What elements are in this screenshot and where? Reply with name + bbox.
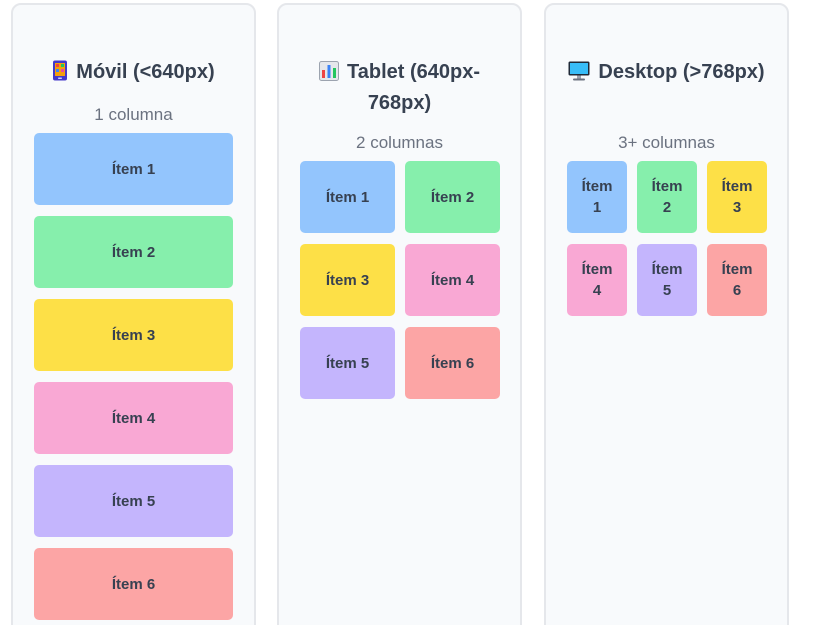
grid-item: Ítem 6 <box>707 244 767 316</box>
grid-item: Ítem 1 <box>34 133 233 205</box>
grid-item: Ítem 2 <box>637 161 697 233</box>
items-grid: Ítem 1 Ítem 2 Ítem 3 Ítem 4 Ítem 5 Ítem … <box>34 133 233 620</box>
panel-title-text: Desktop (>768px) <box>598 61 765 83</box>
grid-item: Ítem 4 <box>567 244 627 316</box>
grid-item: Ítem 1 <box>567 161 627 233</box>
mobile-phone-icon <box>52 60 68 89</box>
panel-mobile: Móvil (<640px) 1 columna Ítem 1 Ítem 2 Í… <box>11 3 256 625</box>
panel-title: Móvil (<640px) <box>13 58 254 89</box>
grid-item: Ítem 3 <box>707 161 767 233</box>
grid-item: Ítem 3 <box>300 244 395 316</box>
grid-item: Ítem 5 <box>300 327 395 399</box>
panel-title-text: Tablet (640px-768px) <box>347 61 480 114</box>
desktop-monitor-icon <box>568 61 590 89</box>
panel-title-text: Móvil (<640px) <box>76 61 215 83</box>
panel-subtitle: 1 columna <box>94 105 173 124</box>
panel-tablet: Tablet (640px-768px) 2 columnas Ítem 1 Í… <box>277 3 522 625</box>
panel-title: Desktop (>768px) <box>546 58 787 89</box>
panel-subtitle: 2 columnas <box>356 133 443 152</box>
grid-item: Ítem 4 <box>34 382 233 454</box>
panel-title: Tablet (640px-768px) <box>279 58 520 117</box>
items-grid: Ítem 1 Ítem 2 Ítem 3 Ítem 4 Ítem 5 Ítem … <box>300 161 500 399</box>
grid-item: Ítem 1 <box>300 161 395 233</box>
grid-item: Ítem 2 <box>34 216 233 288</box>
grid-item: Ítem 5 <box>34 465 233 537</box>
panel-desktop: Desktop (>768px) 3+ columnas Ítem 1 Ítem… <box>544 3 789 625</box>
grid-item: Ítem 6 <box>405 327 500 399</box>
grid-item: Ítem 3 <box>34 299 233 371</box>
grid-item: Ítem 2 <box>405 161 500 233</box>
tablet-chart-icon <box>319 61 339 89</box>
grid-item: Ítem 6 <box>34 548 233 620</box>
items-grid: Ítem 1 Ítem 2 Ítem 3 Ítem 4 Ítem 5 Ítem … <box>567 161 767 316</box>
panel-subtitle: 3+ columnas <box>618 133 715 152</box>
grid-item: Ítem 4 <box>405 244 500 316</box>
grid-item: Ítem 5 <box>637 244 697 316</box>
